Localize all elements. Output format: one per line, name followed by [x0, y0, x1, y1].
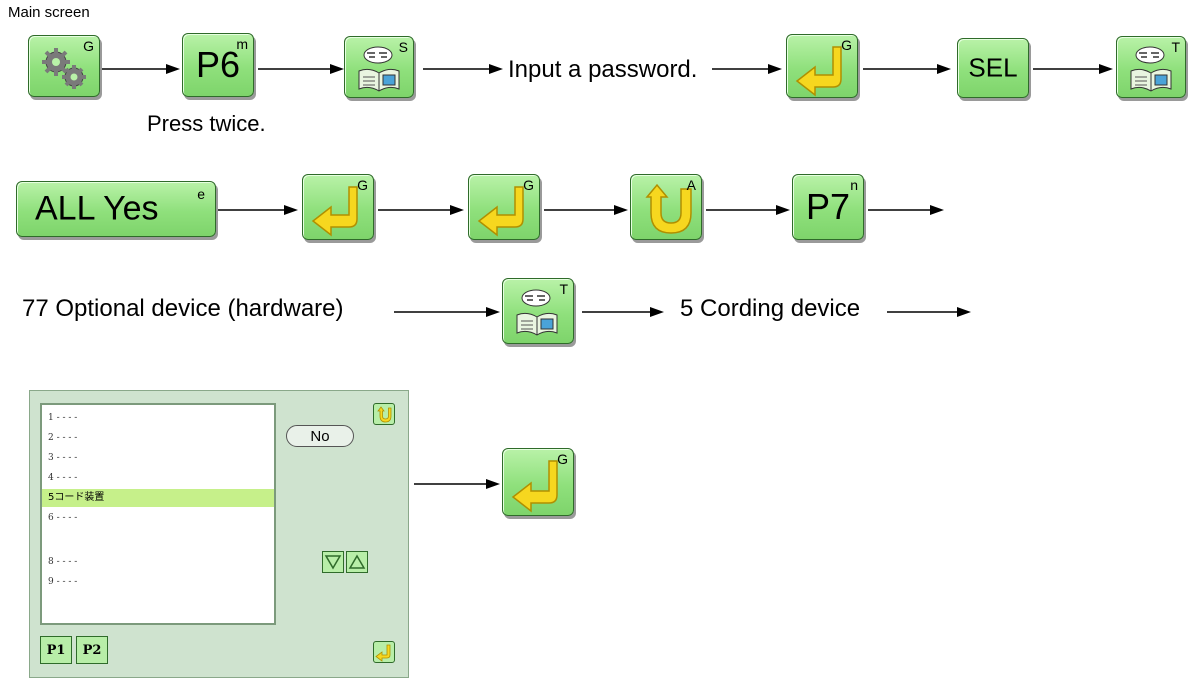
shortcut-key: G [841, 37, 852, 53]
shortcut-key: S [398, 39, 408, 55]
flow-arrow [544, 205, 628, 215]
flow-arrow [102, 64, 180, 74]
flow-arrow [863, 64, 951, 74]
return-arrow-icon [377, 406, 392, 423]
enter-button[interactable]: G [502, 448, 574, 516]
enter-button[interactable]: G [468, 174, 540, 240]
enter-arrow-icon [375, 644, 391, 662]
scroll-up-button[interactable] [346, 551, 368, 573]
list-item-selected[interactable]: 5コード装置 [42, 489, 274, 507]
scroll-down-button[interactable] [322, 551, 344, 573]
list-item[interactable]: 3 - - - - [48, 453, 78, 463]
book-icon [1130, 46, 1172, 92]
up-triangle-icon [348, 554, 366, 569]
p7-label: P7 [805, 186, 851, 227]
flow-arrow [394, 307, 500, 317]
flow-arrow [378, 205, 464, 215]
enter-arrow-icon [311, 186, 358, 237]
device-selection-screen: 1 - - - - 2 - - - - 3 - - - - 4 - - - - … [29, 390, 409, 678]
shortcut-key: e [197, 186, 205, 202]
list-item[interactable]: 6 - - - - [48, 513, 78, 523]
flow-arrow [414, 479, 500, 489]
page-tab-p2[interactable]: P2 [76, 636, 108, 664]
no-button[interactable]: No [286, 425, 354, 447]
list-item[interactable]: 8 - - - - [48, 557, 78, 567]
shortcut-key: T [1171, 39, 1180, 55]
flow-arrow [868, 205, 944, 215]
flow-arrow [218, 205, 298, 215]
return-button-small[interactable] [373, 403, 395, 425]
list-item[interactable]: 9 - - - - [48, 577, 78, 587]
settings-button[interactable]: G [28, 35, 100, 97]
p7-button[interactable]: P7 n [792, 174, 864, 240]
list-item[interactable]: 4 - - - - [48, 473, 78, 483]
device-list: 1 - - - - 2 - - - - 3 - - - - 4 - - - - … [40, 403, 276, 625]
p6-button[interactable]: P6 m [182, 33, 254, 97]
diagram-caption: Main screen [8, 4, 90, 21]
book-button[interactable]: T [502, 278, 574, 344]
enter-arrow-icon [511, 460, 558, 513]
shortcut-key: T [559, 281, 568, 297]
book-button[interactable]: T [1116, 36, 1186, 98]
cording-device-result: 5 Cording device [680, 295, 861, 322]
list-item[interactable] [42, 529, 274, 547]
shortcut-key: G [523, 177, 534, 193]
flow-arrow [423, 64, 503, 74]
flow-arrow [887, 307, 971, 317]
shortcut-key: G [83, 38, 94, 54]
enter-button[interactable]: G [786, 34, 858, 98]
sel-label: SEL [968, 52, 1018, 83]
flow-arrow [1033, 64, 1113, 74]
enter-arrow-icon [795, 46, 842, 97]
down-triangle-icon [324, 555, 342, 570]
gear-icon [42, 48, 86, 89]
return-button[interactable]: A [630, 174, 702, 240]
flow-arrow [258, 64, 344, 74]
list-item[interactable]: 1 - - - - [48, 413, 78, 423]
enter-button-small[interactable] [373, 641, 395, 663]
list-item[interactable]: 2 - - - - [48, 433, 78, 443]
book-icon [358, 46, 400, 92]
enter-button[interactable]: G [302, 174, 374, 240]
book-icon [516, 289, 558, 336]
sel-button[interactable]: SEL [957, 38, 1029, 98]
press-twice-note: Press twice. [147, 111, 266, 136]
shortcut-key: G [357, 177, 368, 193]
p6-label: P6 [195, 44, 241, 85]
book-button[interactable]: S [344, 36, 414, 98]
enter-arrow-icon [477, 186, 524, 237]
shortcut-key: m [236, 36, 248, 52]
all-yes-button[interactable]: ALL Yes e [16, 181, 216, 237]
shortcut-key: A [686, 177, 696, 193]
optional-device-item: 77 Optional device (hardware) [22, 295, 344, 322]
shortcut-key: G [557, 451, 568, 467]
return-arrow-icon [645, 183, 692, 234]
input-password-instruction: Input a password. [508, 56, 698, 83]
page-tab-p1[interactable]: P1 [40, 636, 72, 664]
flow-arrow [582, 307, 664, 317]
flow-arrow [712, 64, 782, 74]
all-yes-label: ALL Yes [35, 189, 159, 228]
flow-arrow [706, 205, 790, 215]
shortcut-key: n [850, 177, 858, 193]
